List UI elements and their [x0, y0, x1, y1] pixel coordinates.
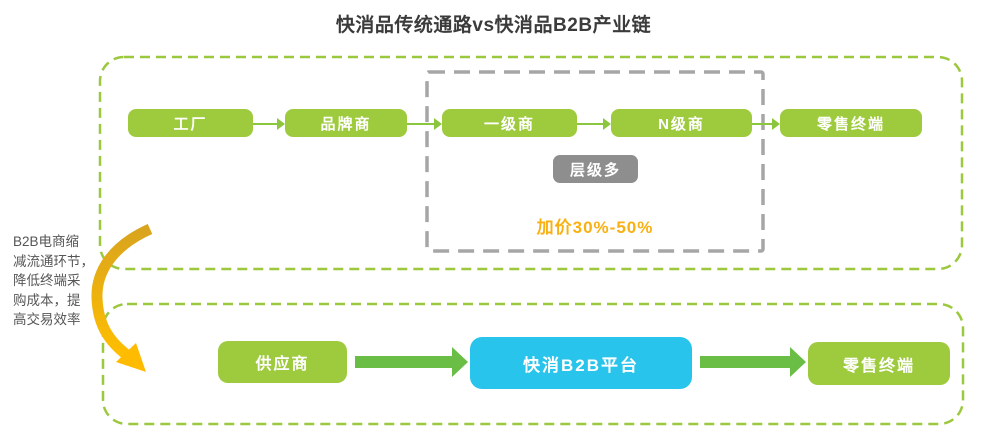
connector-arrow-icon	[253, 114, 285, 134]
side-note-line: 降低终端采	[13, 273, 81, 288]
connector-shaft	[253, 123, 278, 125]
flow-arrow-shaft	[355, 356, 453, 368]
node-retail-terminal-bottom: 零售终端	[808, 342, 950, 385]
markup-percentage-note: 加价30%-50%	[536, 218, 654, 237]
connector-shaft	[577, 123, 604, 125]
node-b2b-platform: 快消B2B平台	[470, 337, 692, 389]
curved-transition-arrowhead-icon	[116, 343, 146, 372]
connector-arrowhead-icon	[772, 118, 780, 130]
traditional-chain-container	[98, 55, 964, 271]
connector-arrowhead-icon	[277, 118, 285, 130]
flow-arrow-shaft	[700, 356, 791, 368]
flow-arrowhead-icon	[452, 347, 468, 377]
connector-arrow-icon	[752, 114, 780, 134]
side-note-line: 高交易效率	[13, 312, 81, 327]
side-note-line: 购成本，提	[13, 292, 81, 308]
flow-arrow-icon	[700, 347, 806, 377]
connector-shaft	[407, 123, 435, 125]
node-tierN-dealer: N级商	[611, 109, 752, 137]
b2b-chain-container	[101, 302, 965, 426]
connector-arrow-icon	[577, 114, 611, 134]
node-factory: 工厂	[128, 109, 253, 137]
node-supplier: 供应商	[218, 341, 347, 383]
flow-arrow-icon	[355, 347, 468, 377]
side-note-line: 减流通环节，	[13, 253, 94, 269]
many-tiers-badge: 层级多	[553, 155, 638, 183]
middle-tiers-highlight-box	[425, 70, 765, 253]
node-retail-terminal-top: 零售终端	[780, 109, 922, 137]
flow-arrowhead-icon	[790, 347, 806, 377]
connector-shaft	[752, 123, 773, 125]
side-note-line: B2B电商缩	[13, 234, 80, 249]
connector-arrow-icon	[407, 114, 442, 134]
curved-transition-arrow	[91, 223, 153, 360]
side-note: B2B电商缩 减流通环节， 降低终端采 购成本，提 高交易效率	[13, 232, 109, 330]
connector-arrowhead-icon	[434, 118, 442, 130]
node-tier1-dealer: 一级商	[442, 109, 577, 137]
connector-arrowhead-icon	[603, 118, 611, 130]
node-brand: 品牌商	[285, 109, 407, 137]
page-title: 快消品传统通路vs快消品B2B产业链	[335, 15, 652, 36]
